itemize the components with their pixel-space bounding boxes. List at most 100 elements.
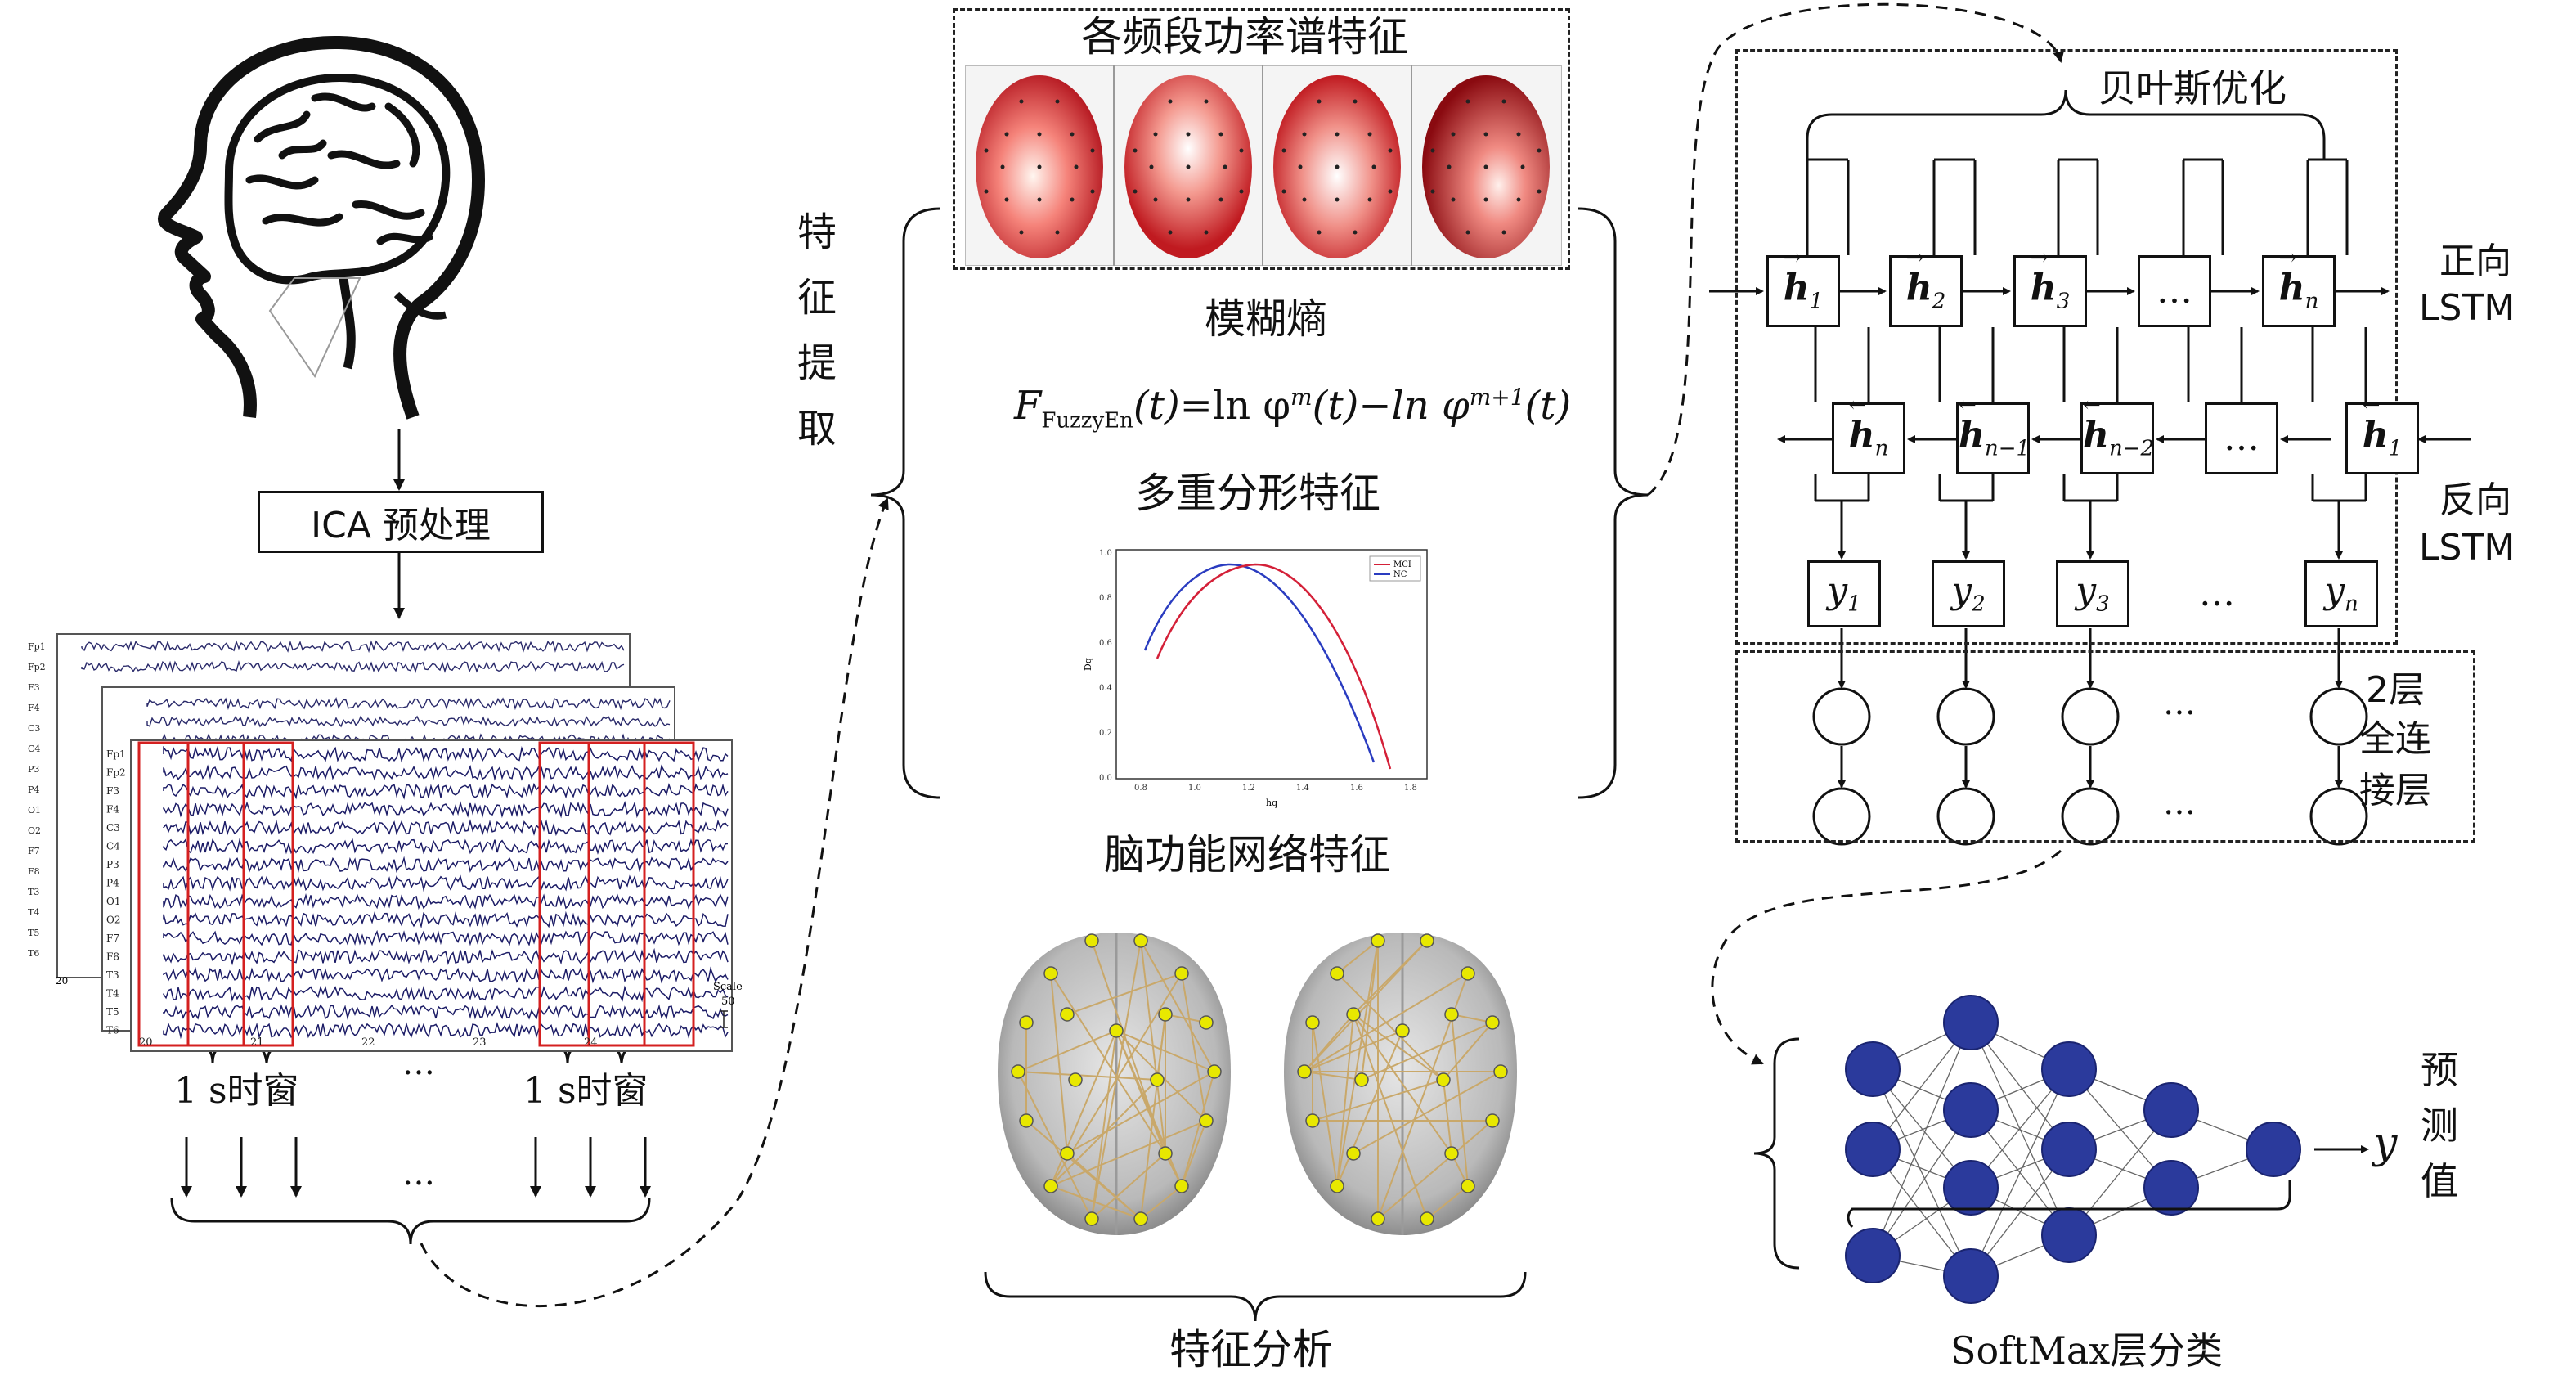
eeg-channel-label-front: T6 bbox=[106, 1025, 119, 1036]
network-node bbox=[1084, 1211, 1099, 1226]
network-node bbox=[1060, 1007, 1075, 1022]
lstm-output-cell: … bbox=[2180, 560, 2254, 627]
eeg-trace bbox=[146, 696, 671, 711]
network-node bbox=[1461, 966, 1475, 981]
nn-neuron bbox=[1845, 1041, 1901, 1097]
eeg-trace bbox=[163, 985, 729, 1003]
bilstm-vertical-lines bbox=[1806, 158, 2367, 502]
electrode-dot bbox=[1483, 132, 1488, 137]
network-edge bbox=[1312, 1079, 1444, 1122]
electrode-dot bbox=[1186, 164, 1191, 169]
eeg-channel-label-back: O1 bbox=[28, 805, 41, 816]
bilstm-panel bbox=[1735, 49, 2398, 645]
network-edge bbox=[1304, 940, 1428, 1072]
eeg-trace bbox=[163, 1021, 729, 1040]
network-edge bbox=[1426, 1185, 1469, 1220]
electrode-dot bbox=[1055, 99, 1060, 104]
electrode-dot bbox=[1335, 132, 1340, 137]
lstm-output-cell-label: yn bbox=[2324, 569, 2358, 617]
electrode-dot bbox=[1204, 99, 1209, 104]
network-node bbox=[1199, 1015, 1214, 1030]
analysis-label: 特征分析 bbox=[1169, 1326, 1333, 1373]
network-node bbox=[1043, 1179, 1058, 1193]
network-edge bbox=[1304, 973, 1469, 1072]
window-label-left: 1 s时窗 bbox=[174, 1070, 299, 1112]
network-node bbox=[1133, 1211, 1148, 1226]
backward-lstm-cell: h←n−1 bbox=[1956, 395, 2030, 474]
backward-label-2: LSTM bbox=[2419, 527, 2515, 569]
eeg-trace bbox=[163, 856, 729, 874]
network-edge bbox=[1050, 1079, 1158, 1187]
electrode-dot bbox=[1537, 189, 1542, 194]
eeg-time-tick: 22 bbox=[361, 1036, 375, 1049]
network-node bbox=[1068, 1072, 1083, 1087]
fc-label-3: 接层 bbox=[2359, 770, 2431, 811]
forward-lstm-cell: h→n bbox=[2262, 248, 2336, 327]
dashed-curve-to-softmax bbox=[1711, 849, 2062, 1065]
mf-ylabel: Dq bbox=[1083, 658, 1093, 671]
eeg-trace bbox=[163, 800, 729, 819]
network-edge bbox=[1050, 1185, 1142, 1220]
network-edge bbox=[1336, 940, 1379, 1187]
eeg-trace bbox=[81, 660, 625, 674]
forward-lstm-cell-label: … bbox=[2156, 270, 2192, 312]
electrode-dot bbox=[1004, 132, 1009, 137]
analysis-brace bbox=[984, 1271, 1527, 1322]
softmax-network-nodes bbox=[1845, 995, 2301, 1304]
psd-title: 各频段功率谱特征 bbox=[1081, 13, 1408, 61]
eeg-channel-label-front: C4 bbox=[106, 841, 120, 852]
feature-brace-right bbox=[1577, 207, 1649, 799]
network-edge bbox=[1336, 1014, 1354, 1187]
network-edge bbox=[1050, 1120, 1207, 1187]
network-node bbox=[1019, 1113, 1034, 1128]
eeg-trace bbox=[163, 782, 729, 800]
network-edge bbox=[1312, 1022, 1338, 1187]
lstm-output-cell: y2 bbox=[1932, 560, 2005, 627]
mf-ytick: 0.6 bbox=[1099, 639, 1112, 648]
electrode-dot bbox=[1218, 197, 1223, 202]
lstm-output-cell-label: y1 bbox=[1827, 569, 1861, 617]
mf-xlabel: hq bbox=[1266, 798, 1277, 808]
electrode-dot bbox=[1239, 148, 1244, 153]
lstm-output-cell: y3 bbox=[2056, 560, 2129, 627]
mf-ytick: 0.4 bbox=[1099, 684, 1112, 693]
mf-xtick: 1.2 bbox=[1242, 784, 1255, 793]
fc-label-1: 2层 bbox=[2366, 669, 2425, 711]
electrode-dot bbox=[1520, 164, 1525, 169]
ica-preprocess-box: ICA 预处理 bbox=[258, 491, 544, 553]
eeg-ellipsis-2: … bbox=[402, 1155, 435, 1193]
network-node bbox=[1420, 1211, 1434, 1226]
eeg-channel-label-front: Fp2 bbox=[106, 767, 126, 779]
electrode-dot bbox=[1186, 197, 1191, 202]
electrode-dot bbox=[1371, 164, 1376, 169]
network-node bbox=[1493, 1064, 1508, 1079]
electrode-dot bbox=[1218, 132, 1223, 137]
network-edge bbox=[1353, 1014, 1452, 1154]
fuzzy-entropy-formula: FFuzzyEn(t)=ln φm(t)−ln φm+1(t) bbox=[1014, 383, 1572, 434]
eeg-channel-label-back: T5 bbox=[28, 928, 39, 938]
fc-arrows bbox=[1838, 628, 2343, 789]
electrode-dot bbox=[1004, 197, 1009, 202]
electrode-dot bbox=[1074, 164, 1079, 169]
network-node bbox=[1158, 1007, 1173, 1022]
psd-panel bbox=[953, 8, 1570, 270]
mf-xtick: 0.8 bbox=[1134, 784, 1147, 793]
eeg-trace bbox=[81, 640, 625, 654]
network-node bbox=[1305, 1113, 1320, 1128]
brain-network-images bbox=[998, 933, 1517, 1235]
network-node bbox=[1461, 1179, 1475, 1193]
electrode-dot bbox=[984, 189, 989, 194]
fc-ellipsis-2: … bbox=[2163, 784, 2196, 822]
softmax-bracket bbox=[1847, 1180, 2291, 1228]
eeg-trace bbox=[163, 838, 729, 855]
eeg-channel-label-back: P4 bbox=[28, 784, 39, 795]
mf-legend-mci: MCI bbox=[1393, 560, 1411, 569]
network-node bbox=[1109, 1023, 1124, 1038]
network-edge bbox=[1361, 1022, 1493, 1081]
nn-neuron bbox=[1845, 1228, 1901, 1283]
eeg-time-tick: 21 bbox=[250, 1036, 264, 1049]
network-edge bbox=[1353, 1014, 1444, 1081]
